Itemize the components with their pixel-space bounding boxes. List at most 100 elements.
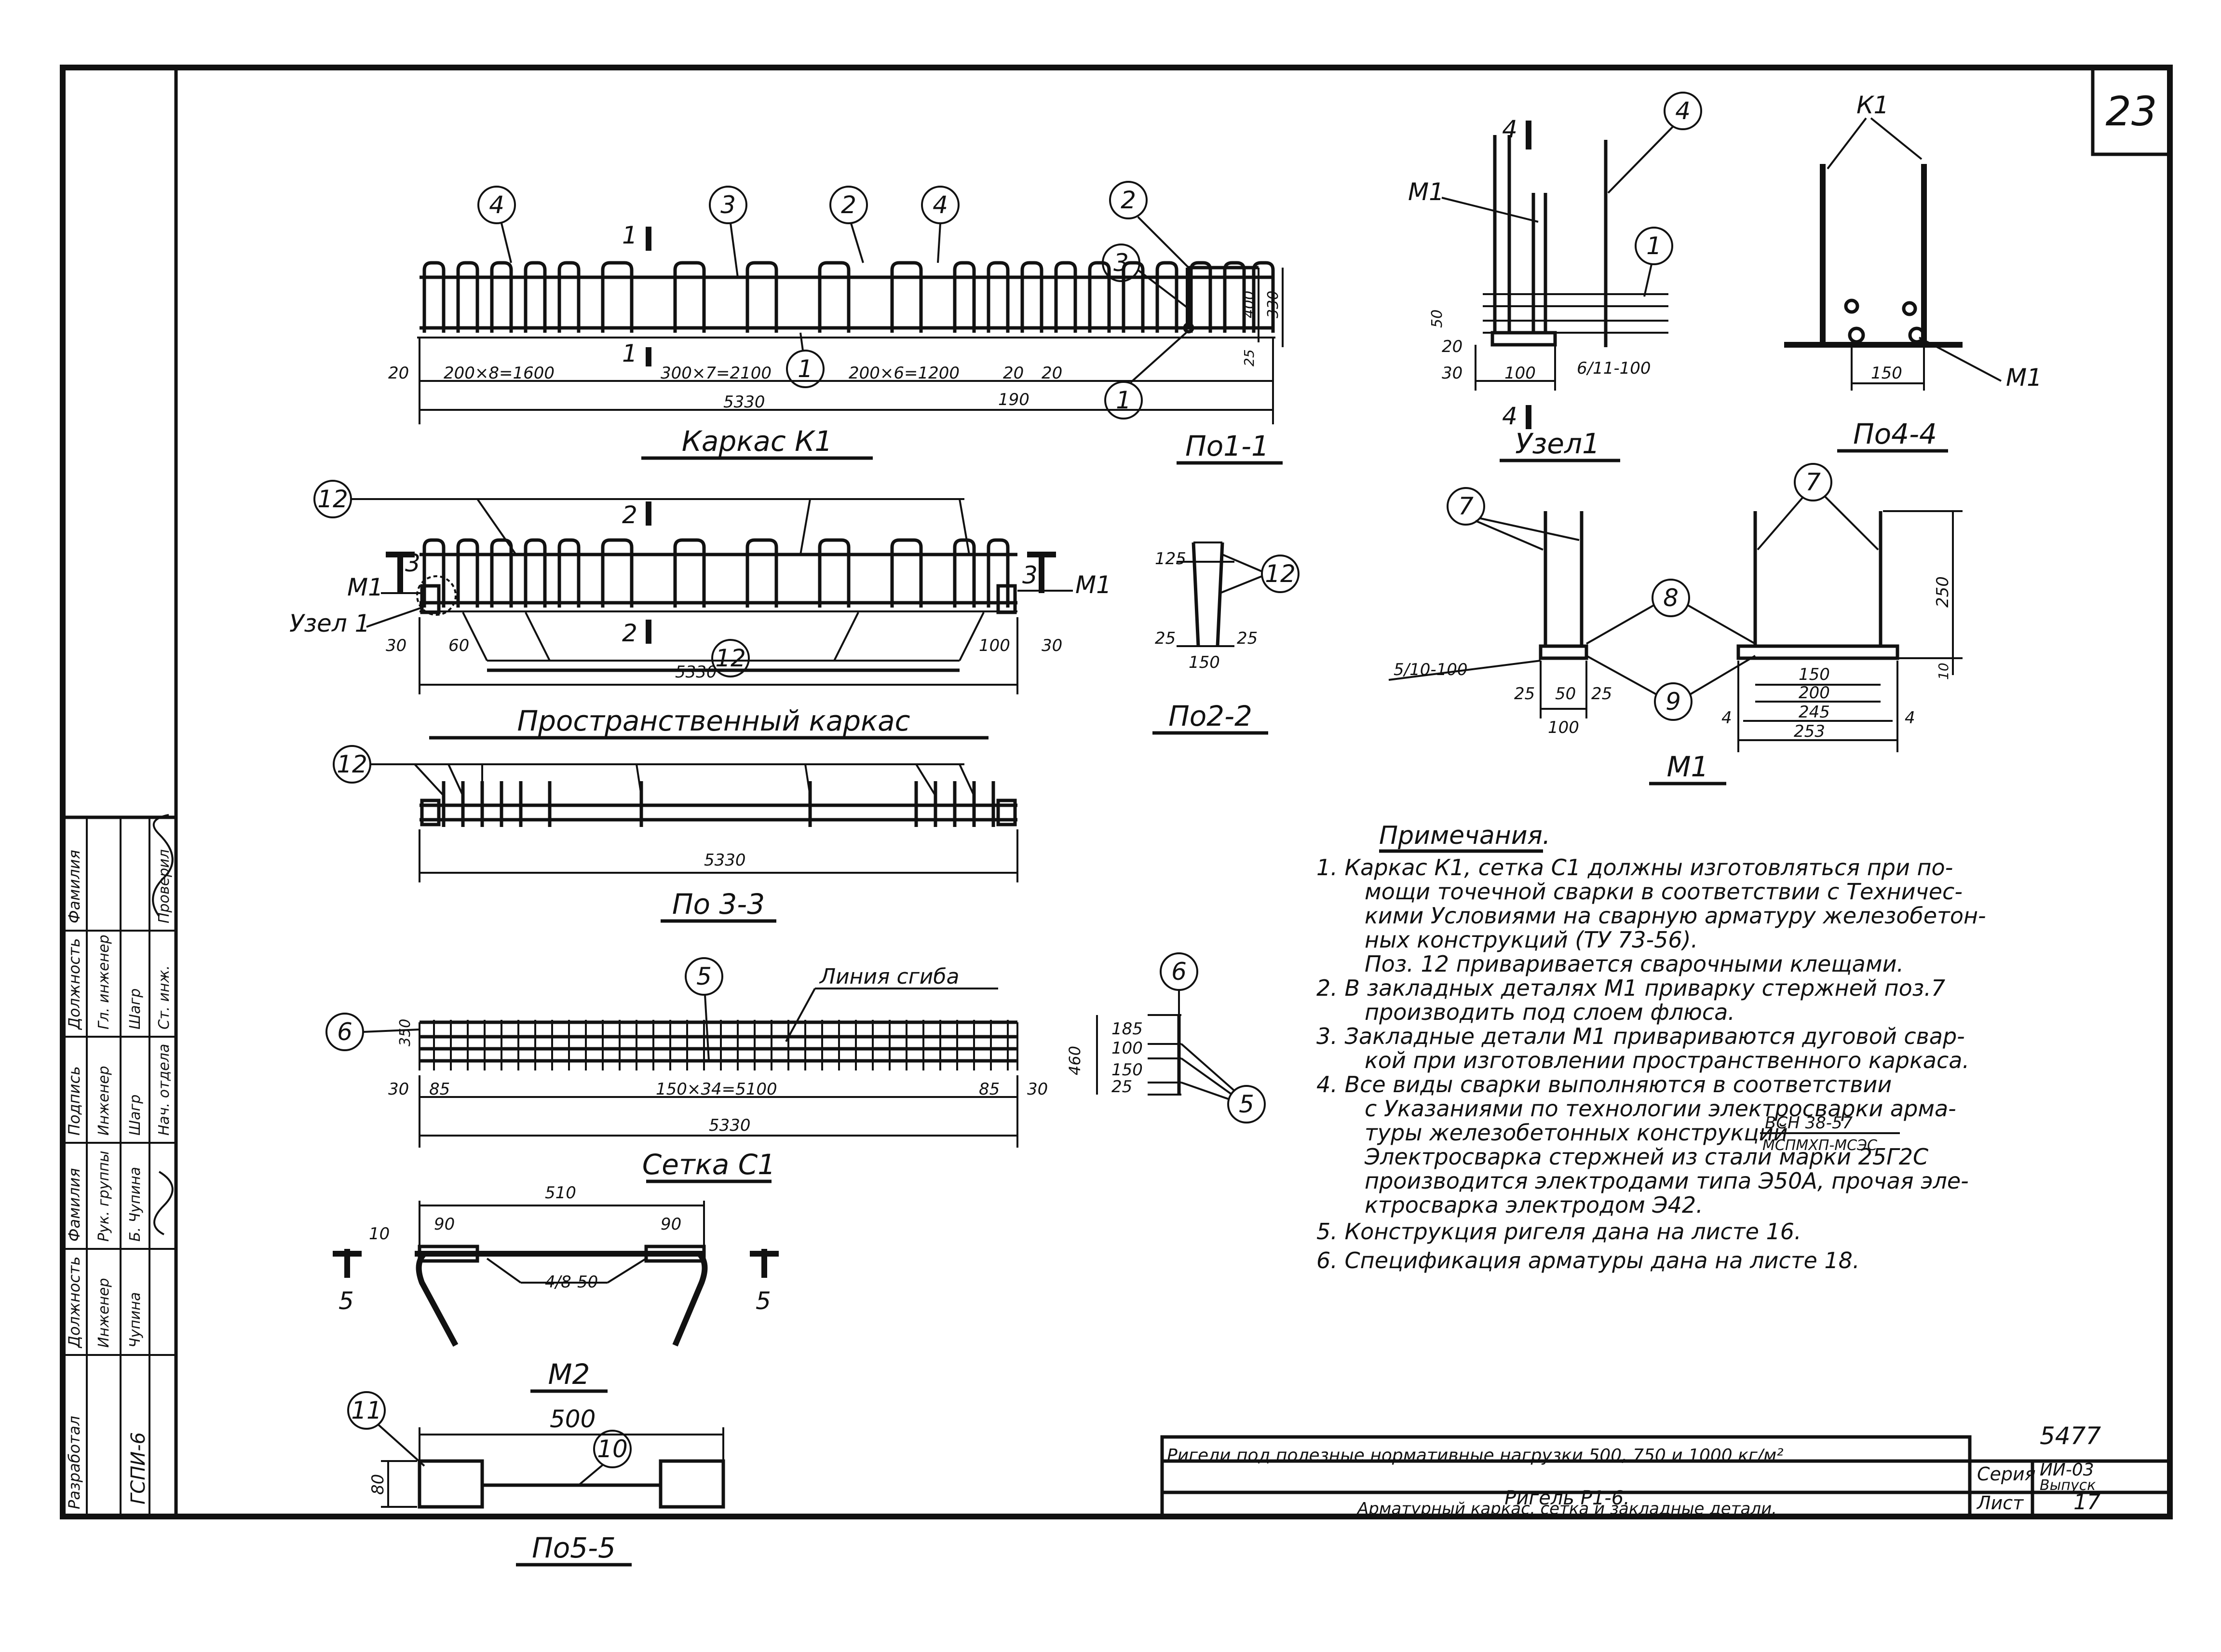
- stamp-col2-0: Чупина: [127, 1292, 144, 1348]
- tb-sheet-title-2: Арматурный каркас, сетка и закладные дет…: [1356, 1499, 1777, 1518]
- notes: Примечания. 1. Каркас К1, сетка С1 должн…: [1316, 821, 1986, 1273]
- note-line-10: с Указаниями по технологии электросварки…: [1365, 1096, 1956, 1122]
- stamp-signature-2: [153, 1171, 174, 1235]
- m1-dim-25a: 25: [1514, 684, 1535, 704]
- k1-pos-3: 3: [720, 191, 736, 219]
- pk-dim-total: 5330: [675, 663, 717, 682]
- pk-section-2-top: 2: [622, 501, 637, 529]
- m1-pos-8: 8: [1663, 584, 1679, 612]
- s55-pos-11: 11: [351, 1396, 382, 1424]
- uzel-m1-mark: М1: [1408, 178, 1444, 206]
- note-line-11: туры железобетонных конструкций: [1365, 1120, 1788, 1146]
- pk-m1-right: М1: [1075, 571, 1111, 599]
- m1-dim-245: 245: [1799, 703, 1830, 722]
- stamp-col1-3: Гл. инженер: [95, 934, 112, 1029]
- c1-bend-line: Линия сгиба: [819, 964, 960, 989]
- left-stamp: ГСПИ-6 Разработал Должность Фамилия Подп…: [61, 814, 178, 1518]
- k1-dim-20b: 20: [1003, 364, 1024, 383]
- stamp-header-3: Подпись: [65, 1066, 83, 1136]
- stamp-header-4: Должность: [65, 938, 83, 1030]
- uzel-dim-50: 50: [1429, 310, 1446, 328]
- k1-pos-4a: 4: [489, 191, 504, 219]
- cs-dim-185: 185: [1111, 1019, 1143, 1039]
- c1-title: Сетка С1: [642, 1148, 775, 1181]
- tb-series-label: Серия: [1977, 1463, 2036, 1485]
- tb-project: Ригели под полезные нормативные нагрузки…: [1167, 1446, 1784, 1465]
- s22-dim-125: 125: [1155, 549, 1186, 569]
- k1-dim-1600: 200×8=1600: [444, 364, 555, 383]
- c1-dim-30b: 30: [1027, 1080, 1048, 1099]
- stamp-col2-3: Шагр: [127, 988, 144, 1029]
- s44-title: По4-4: [1853, 418, 1937, 450]
- m2-dim-90b: 90: [661, 1215, 681, 1234]
- pk-dim-100: 100: [979, 636, 1010, 655]
- stamp-header-1: Должность: [65, 1257, 83, 1349]
- stamp-code: ГСПИ-6: [127, 1432, 149, 1504]
- section-1-1: 2 3 1 400 330 25 По1-1: [1102, 181, 1284, 465]
- stamp-side-1: Ст. инж.: [156, 965, 173, 1029]
- page-number-box: [2091, 66, 2172, 156]
- c1-dim-5100: 150×34=5100: [656, 1080, 777, 1099]
- stamp-col1-1: Рук. группы: [95, 1151, 112, 1242]
- s33-dim-total: 5330: [704, 851, 746, 870]
- cs-pos-5: 5: [1239, 1090, 1254, 1118]
- s11-pos-1: 1: [1116, 386, 1131, 414]
- c1-dim-height: 350: [397, 1019, 414, 1046]
- m1-dim-100: 100: [1548, 718, 1579, 737]
- setka-section: 6 5 185 100 150 25 460: [1066, 952, 1266, 1124]
- k1-dim-2100: 300×7=2100: [661, 364, 772, 383]
- m1-dim-200: 200: [1799, 683, 1830, 703]
- pk-dim-30a: 30: [386, 636, 406, 655]
- tb-sheet-title-1: Ригель Р1-6.: [1504, 1487, 1630, 1509]
- note-line-1: мощи точечной сварки в соответствии с Те…: [1365, 879, 1963, 905]
- archive-number: 5477: [2040, 1422, 2101, 1450]
- m1-dim-150: 150: [1799, 665, 1830, 684]
- note-line-12: Электросварка стержней из стали марки 25…: [1364, 1144, 1928, 1170]
- s44-dim-150: 150: [1871, 364, 1902, 383]
- m1-dim-10: 10: [1936, 663, 1951, 680]
- k1-title: Каркас К1: [682, 425, 833, 458]
- m1-dim-250: 250: [1933, 576, 1952, 608]
- k1-dim-20c: 20: [1042, 364, 1062, 383]
- c1-dim-total: 5330: [709, 1116, 751, 1135]
- pk-uzel-label: Узел 1: [289, 609, 370, 637]
- m1-dim-4a: 4: [1721, 708, 1732, 728]
- c1-dim-85a: 85: [429, 1080, 450, 1099]
- section-3-3: 12 5330 По 3-3: [333, 745, 1018, 923]
- tb-sheet-label: Лист: [1976, 1492, 2024, 1514]
- note-fraction-bottom: МСПМХП-МСЭС: [1762, 1137, 1877, 1154]
- note-line-5: 2. В закладных деталях М1 приварку стерж…: [1316, 975, 1945, 1001]
- stamp-header-0: Разработал: [65, 1416, 83, 1509]
- s11-pos-3: 3: [1113, 249, 1129, 277]
- m2-dim-10: 10: [369, 1224, 390, 1244]
- s22-dim-150: 150: [1189, 653, 1220, 672]
- uzel-title: Узел1: [1515, 427, 1600, 460]
- s22-pos-12: 12: [1265, 560, 1296, 588]
- uzel-section-bottom: 4: [1502, 402, 1517, 430]
- s44-k1: К1: [1856, 91, 1889, 119]
- stamp-header-5: Фамилия: [65, 850, 83, 923]
- cs-dim-25: 25: [1111, 1077, 1132, 1097]
- uzel-dim-20: 20: [1442, 337, 1463, 356]
- note-line-6: производить под слоем флюса.: [1365, 999, 1735, 1025]
- notes-heading: Примечания.: [1379, 821, 1550, 850]
- uzel-1: 4 4 М1 4 1 50 20 30 100 6/11-100 Узел1: [1408, 92, 1702, 462]
- karkas-k1-view: 1 1 4 3 2 4 1 20 200×8=1600 300×7=2100 2…: [388, 186, 1275, 460]
- uzel-dim-rebar: 6/11-100: [1577, 359, 1651, 378]
- setka-c1: 5 Линия сгиба 6 350 30 85 150×34=5100 85…: [325, 957, 1048, 1183]
- m2-detail: 510 90 90 10 4/8-50 5 5 М2: [333, 1183, 779, 1393]
- pk-title: Пространственный каркас: [517, 704, 910, 737]
- note-line-4: Поз. 12 приваривается сварочными клещами…: [1365, 951, 1904, 977]
- note-line-3: ных конструкций (ТУ 73-56).: [1365, 927, 1698, 953]
- uzel-dim-100: 100: [1504, 364, 1536, 383]
- k1-dim-190: 190: [998, 390, 1029, 409]
- note-line-7: 3. Закладные детали М1 привариваются дуг…: [1316, 1023, 1965, 1049]
- stamp-col2-2: Шагр: [127, 1095, 144, 1136]
- m2-title: М2: [548, 1358, 590, 1391]
- k1-section-mark-bottom: 1: [622, 339, 637, 367]
- c1-dim-85b: 85: [979, 1080, 1000, 1099]
- m1-detail: 7 7 8 9 5/10-100 25 50 25 100 150 200 24…: [1388, 463, 1963, 785]
- s22-dim-25a: 25: [1155, 629, 1176, 648]
- s44-m1: М1: [2006, 364, 2042, 392]
